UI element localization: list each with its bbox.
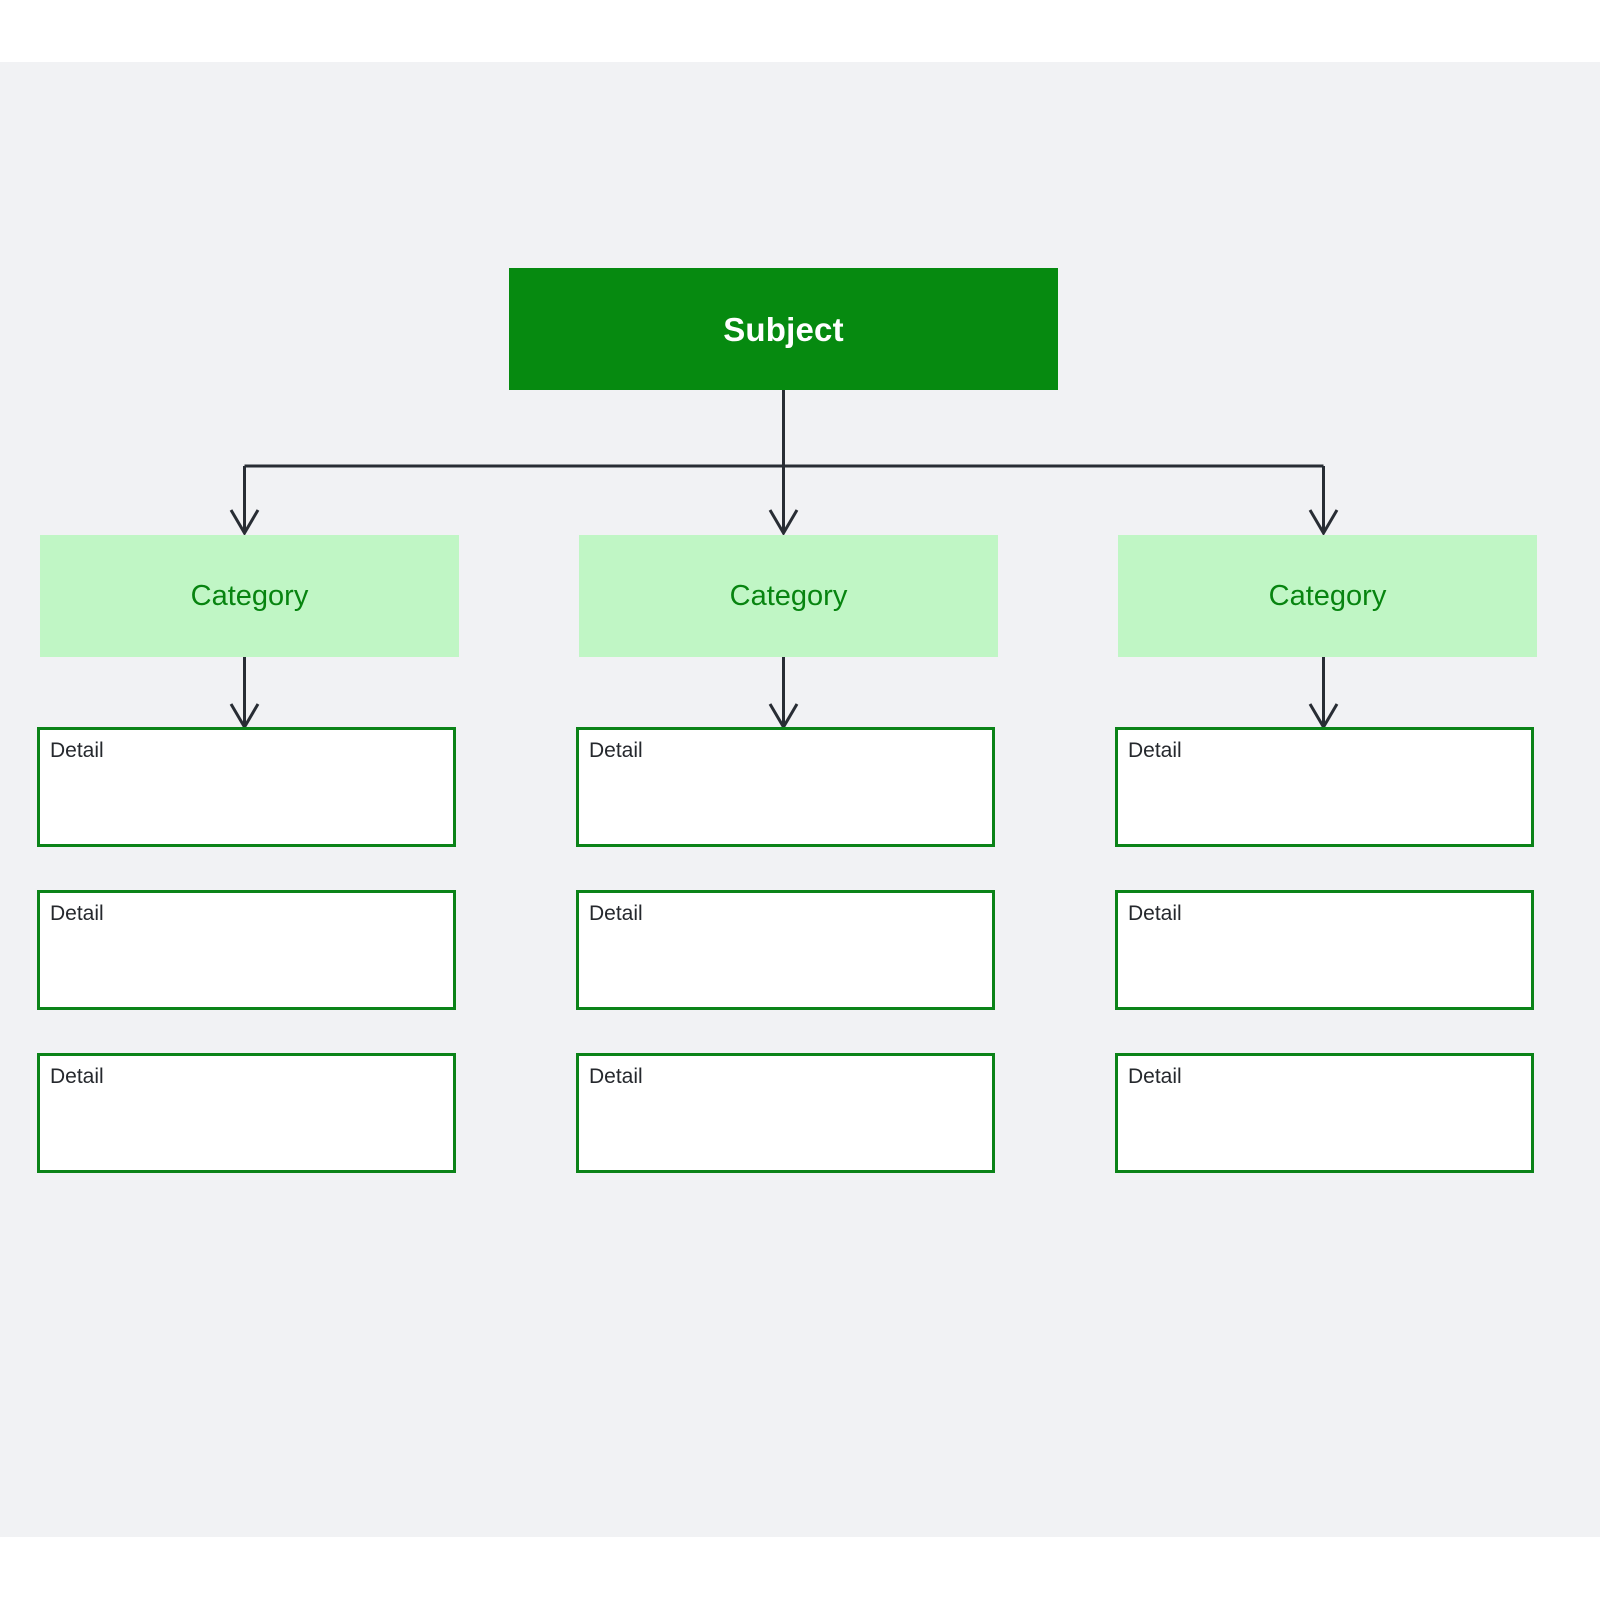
node-detail-3-3-label: Detail [1128, 1065, 1182, 1088]
node-detail-3-3[interactable]: Detail [1115, 1053, 1534, 1173]
node-detail-1-3-label: Detail [50, 1065, 104, 1088]
node-category-1[interactable]: Category [40, 535, 459, 657]
hierarchy-diagram: Subject Category Category Category Detai… [0, 62, 1600, 1537]
node-category-2-label: Category [729, 579, 848, 612]
node-category-3[interactable]: Category [1118, 535, 1537, 657]
node-detail-1-1[interactable]: Detail [37, 727, 456, 847]
node-subject[interactable]: Subject [509, 268, 1058, 390]
node-detail-1-3[interactable]: Detail [37, 1053, 456, 1173]
node-detail-1-2-label: Detail [50, 902, 104, 925]
arrow-head-category-0 [229, 509, 260, 536]
arrow-head-detail-0 [229, 703, 260, 730]
node-detail-3-2-label: Detail [1128, 902, 1182, 925]
arrow-head-category-1 [768, 509, 799, 536]
node-detail-1-2[interactable]: Detail [37, 890, 456, 1010]
node-detail-1-1-label: Detail [50, 739, 104, 762]
node-detail-3-2[interactable]: Detail [1115, 890, 1534, 1010]
arrow-head-detail-2 [1308, 703, 1339, 730]
node-detail-2-1[interactable]: Detail [576, 727, 995, 847]
node-category-2[interactable]: Category [579, 535, 998, 657]
node-detail-2-2[interactable]: Detail [576, 890, 995, 1010]
node-detail-2-1-label: Detail [589, 739, 643, 762]
node-subject-label: Subject [723, 310, 844, 348]
node-detail-2-3[interactable]: Detail [576, 1053, 995, 1173]
node-detail-3-1-label: Detail [1128, 739, 1182, 762]
arrow-head-category-2 [1308, 509, 1339, 536]
node-category-3-label: Category [1268, 579, 1387, 612]
node-detail-2-3-label: Detail [589, 1065, 643, 1088]
arrow-head-detail-1 [768, 703, 799, 730]
node-detail-3-1[interactable]: Detail [1115, 727, 1534, 847]
diagram-canvas: Subject Category Category Category Detai… [0, 62, 1600, 1537]
node-detail-2-2-label: Detail [589, 902, 643, 925]
node-category-1-label: Category [190, 579, 309, 612]
